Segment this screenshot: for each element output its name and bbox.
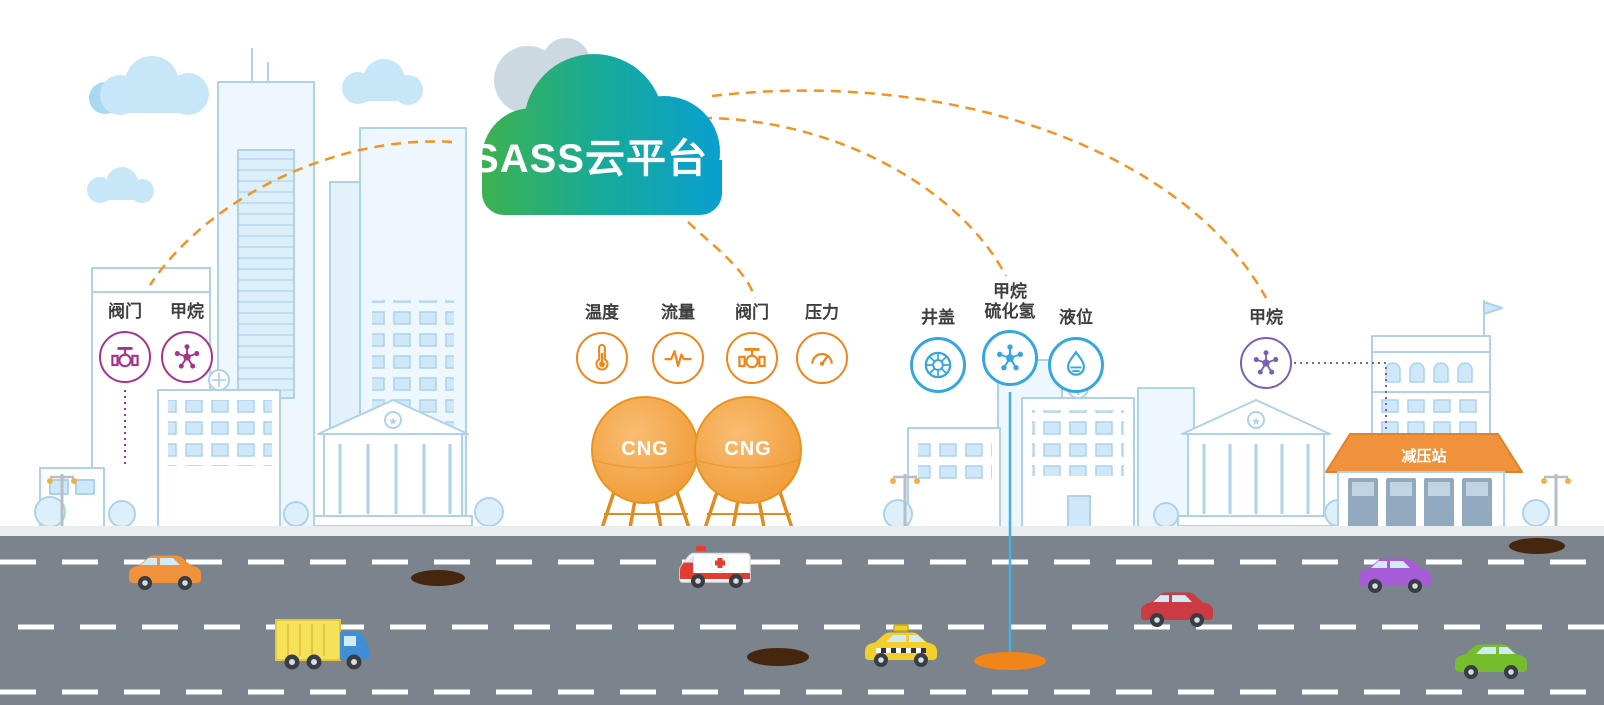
sensor-manhole: 井盖 xyxy=(906,308,970,393)
temperature-icon xyxy=(576,331,628,384)
valve-icon xyxy=(99,330,151,383)
city-skyline-left: ★ xyxy=(34,48,504,529)
manhole-patch xyxy=(747,648,809,666)
gas-leak-spot xyxy=(974,652,1046,670)
sky-cloud xyxy=(342,59,423,105)
sensor-label: 压力 xyxy=(805,303,839,322)
svg-text:★: ★ xyxy=(388,416,398,428)
svg-text:★: ★ xyxy=(1251,416,1261,428)
pressure-station-label: 减压站 xyxy=(1401,448,1447,465)
sensor-links xyxy=(124,362,1387,670)
sensor-label: 甲烷 xyxy=(1249,308,1283,327)
cng-tank xyxy=(694,396,802,504)
manhole-patch xyxy=(1509,538,1565,554)
sensor-valve-city: 阀门 xyxy=(93,302,157,383)
flow-icon xyxy=(652,331,704,384)
manhole-patch xyxy=(411,570,465,586)
cloud-links xyxy=(148,89,1268,299)
cloud-title: SASS云平台 xyxy=(472,137,708,181)
sensor-label: 液位 xyxy=(1059,308,1093,327)
methane-molecule-icon xyxy=(1240,336,1292,389)
sensor-label: 井盖 xyxy=(921,308,955,327)
taxi-checker-band xyxy=(876,648,926,653)
pressure-station-cluster xyxy=(1325,300,1550,529)
cng-tank-label: CNG xyxy=(724,438,772,460)
sensor-label: 甲烷 xyxy=(170,302,204,321)
valve-icon xyxy=(726,331,778,384)
sensor-liquid-level: 液位 xyxy=(1044,308,1108,393)
sensor-label: 阀门 xyxy=(108,302,142,321)
sky-cloud xyxy=(87,167,154,203)
pressure-gauge-icon xyxy=(796,331,848,384)
cng-tank-label: CNG xyxy=(621,438,669,460)
methane-molecule-icon xyxy=(982,330,1038,387)
liquid-level-icon xyxy=(1048,336,1104,393)
sensor-valve-cng: 阀门 xyxy=(720,303,784,384)
car-green xyxy=(1455,644,1527,679)
car-orange xyxy=(129,555,201,590)
car-purple xyxy=(1359,558,1431,593)
sky-cloud xyxy=(89,56,209,115)
sensor-label: 硫化氢 xyxy=(984,301,1036,321)
sensor-label: 甲烷 xyxy=(993,282,1027,301)
road xyxy=(0,526,1604,705)
cng-tanks xyxy=(591,396,802,529)
ambulance xyxy=(679,546,751,588)
sensor-label: 温度 xyxy=(585,303,619,322)
truck xyxy=(275,619,369,670)
sensor-methane-city: 甲烷 xyxy=(155,302,219,383)
sensor-methane-station: 甲烷 xyxy=(1234,308,1298,389)
sensor-pressure: 压力 xyxy=(790,303,854,384)
sensor-label: 流量 xyxy=(661,303,695,322)
cloud-shape xyxy=(482,38,722,215)
sensor-label: 阀门 xyxy=(735,303,769,322)
sensor-methane-h2s: 甲烷 硫化氢 xyxy=(978,282,1042,387)
sensor-flow: 流量 xyxy=(646,303,710,384)
methane-molecule-icon xyxy=(161,330,213,383)
street-lamp-icon xyxy=(47,474,77,528)
taxi xyxy=(865,624,937,667)
car-red xyxy=(1141,592,1213,627)
manhole-cover-icon xyxy=(910,336,966,393)
sensor-temperature: 温度 xyxy=(570,303,634,384)
